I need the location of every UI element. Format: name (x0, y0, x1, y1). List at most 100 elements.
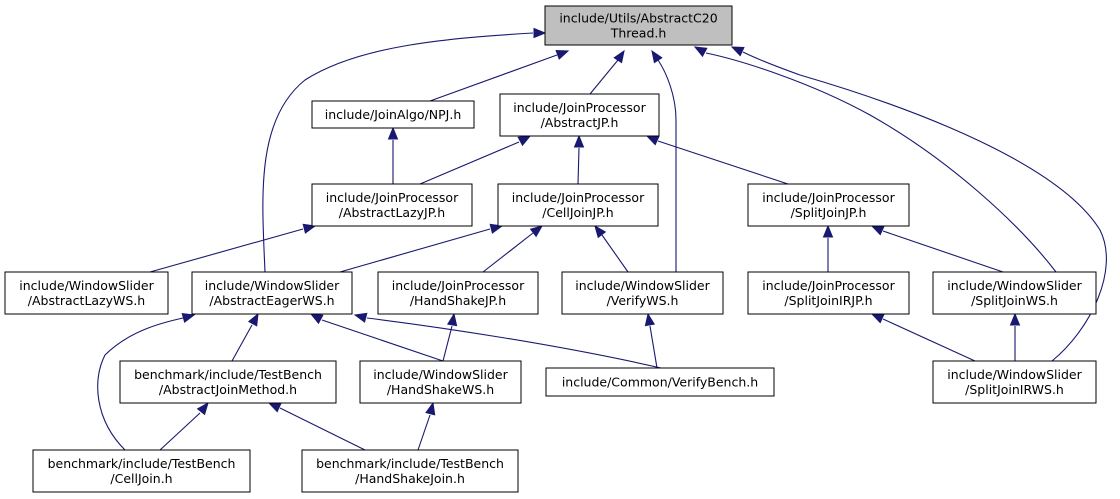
file-node-n11[interactable]: include/WindowSlider/SplitJoinWS.h (932, 271, 1097, 315)
edge-n12-to-n7 (231, 312, 259, 362)
node-box (499, 93, 660, 137)
edge-n14-to-n7 (353, 312, 662, 369)
edge-n5-to-n2 (645, 135, 789, 185)
edge-n15-to-n0 (730, 46, 1107, 362)
edge-line (419, 141, 520, 185)
arrowhead-icon (693, 46, 708, 58)
node-box (311, 100, 475, 129)
node-label: /HandShakeJoin.h (355, 471, 465, 486)
node-box (747, 183, 910, 227)
edge-n11-to-n0 (693, 46, 1057, 273)
file-node-n3[interactable]: include/JoinProcessor/AbstractLazyJP.h (311, 183, 473, 227)
node-label: include/JoinProcessor (326, 190, 459, 205)
edge-line (577, 147, 580, 185)
node-label: include/WindowSlider (19, 278, 154, 293)
file-node-n2[interactable]: include/JoinProcessor/AbstractJP.h (499, 93, 660, 137)
file-node-n4[interactable]: include/JoinProcessor/CellJoinJP.h (497, 183, 659, 227)
edge-n17-to-n13 (417, 401, 436, 451)
edge-line (366, 317, 662, 369)
node-label: benchmark/include/TestBench (316, 456, 504, 471)
arrowhead-icon (533, 27, 547, 39)
edge-n3-to-n1 (387, 126, 399, 184)
node-label: /SplitJoinIRJP.h (784, 293, 872, 308)
edge-n14-to-n9 (644, 312, 658, 369)
file-node-n6[interactable]: include/WindowSlider/AbstractLazyWS.h (4, 271, 169, 315)
file-node-n12[interactable]: benchmark/include/TestBench/AbstractJoin… (119, 360, 337, 404)
node-label: include/JoinAlgo/NPJ.h (325, 107, 462, 122)
arrowhead-icon (446, 312, 458, 327)
file-node-n16[interactable]: benchmark/include/TestBench/CellJoin.h (32, 449, 251, 493)
edge-line (442, 325, 453, 362)
node-label: include/WindowSlider (947, 278, 1082, 293)
node-label: include/WindowSlider (373, 367, 508, 382)
edge-n6-to-n3 (149, 223, 317, 273)
node-label: /HandShakeWS.h (387, 382, 494, 397)
node-box (497, 183, 659, 227)
file-node-n8[interactable]: include/JoinProcessor/HandShakeJP.h (377, 271, 539, 315)
node-box (561, 271, 724, 315)
node-label: /CellJoin.h (110, 471, 172, 486)
node-label: include/JoinProcessor (762, 190, 895, 205)
arrowhead-icon (822, 224, 834, 238)
node-label: /AbstractLazyWS.h (28, 293, 145, 308)
node-label: benchmark/include/TestBench (134, 367, 322, 382)
file-node-n5[interactable]: include/JoinProcessor/SplitJoinJP.h (747, 183, 910, 227)
edge-n4-to-n2 (573, 134, 585, 185)
edge-line (149, 228, 304, 273)
node-label: /SplitJoinIRWS.h (965, 382, 1064, 397)
edge-line (339, 228, 491, 273)
node-label: /AbstractJP.h (541, 115, 619, 130)
edge-line (649, 325, 658, 369)
arrowhead-icon (613, 49, 625, 64)
arrowhead-icon (594, 224, 607, 239)
node-label: include/JoinProcessor (392, 278, 525, 293)
file-node-n17[interactable]: benchmark/include/TestBench/HandShakeJoi… (301, 449, 519, 493)
edge-n11-to-n5 (870, 225, 1004, 273)
node-label: /AbstractJoinMethod.h (159, 382, 297, 397)
edge-n16-to-n7 (97, 313, 196, 451)
edge-line (882, 318, 976, 362)
edge-n13-to-n8 (442, 312, 458, 362)
edge-line (601, 234, 629, 273)
file-node-n14[interactable]: include/Common/VerifyBench.h (545, 367, 775, 397)
edge-n3-to-n2 (419, 135, 532, 185)
edge-line (589, 59, 619, 95)
node-box (119, 360, 337, 404)
node-label: /SplitJoinWS.h (971, 293, 1058, 308)
file-node-n7[interactable]: include/WindowSlider/AbstractEagerWS.h (191, 271, 353, 315)
arrowhead-icon (529, 225, 544, 238)
edge-line (97, 317, 184, 451)
edge-line (429, 54, 558, 102)
node-box (301, 449, 519, 493)
edge-n7-to-n0 (262, 27, 547, 273)
edge-n1-to-n0 (429, 49, 570, 102)
arrowhead-icon (645, 135, 660, 146)
node-box (311, 183, 473, 227)
edge-n9-to-n0 (651, 49, 677, 273)
arrowhead-icon (870, 313, 885, 324)
edge-line (482, 232, 534, 273)
edge-line (231, 324, 253, 362)
file-node-n15[interactable]: include/WindowSlider/SplitJoinIRWS.h (932, 360, 1097, 404)
node-label: /VerifyWS.h (607, 293, 679, 308)
dependency-edges (97, 27, 1107, 451)
file-node-n10[interactable]: include/JoinProcessor/SplitJoinIRJP.h (747, 271, 910, 315)
arrowhead-icon (425, 401, 436, 416)
node-box (545, 367, 775, 397)
edge-line (279, 407, 366, 451)
node-label: Thread.h (610, 26, 667, 41)
file-node-n1[interactable]: include/JoinAlgo/NPJ.h (311, 100, 475, 129)
node-box (4, 271, 169, 315)
file-node-n13[interactable]: include/WindowSlider/HandShakeWS.h (359, 360, 522, 404)
arrowhead-icon (573, 134, 585, 148)
file-node-n9[interactable]: include/WindowSlider/VerifyWS.h (561, 271, 724, 315)
edge-line (321, 319, 444, 362)
edge-n9-to-n4 (594, 224, 629, 273)
edge-n8-to-n4 (482, 225, 544, 273)
arrowhead-icon (247, 312, 259, 327)
node-label: benchmark/include/TestBench (48, 456, 236, 471)
node-box (932, 271, 1097, 315)
